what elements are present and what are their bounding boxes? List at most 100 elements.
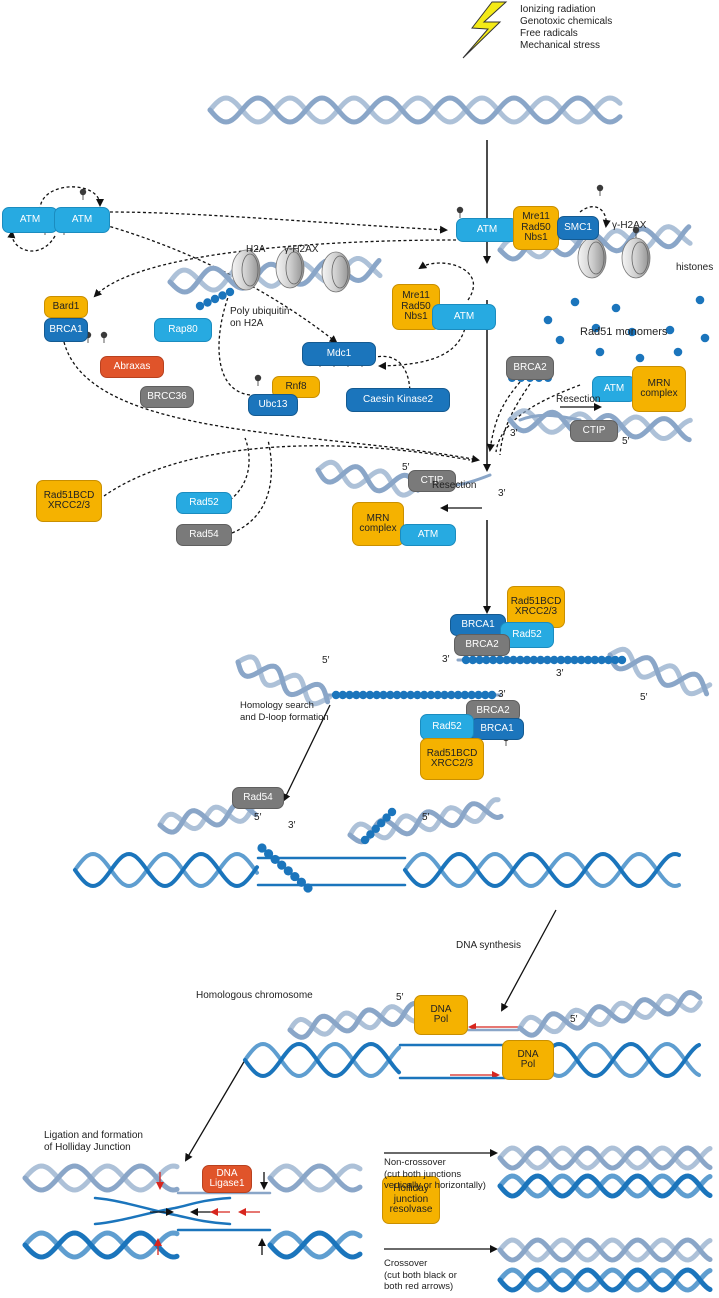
rad52-box: Rad52: [420, 714, 474, 740]
rad51-bead: [509, 655, 518, 665]
rad51-monomer-dot: [595, 347, 605, 357]
donor-end-helix: [607, 646, 713, 697]
atm-box: ATM: [432, 304, 496, 330]
rad51-bead: [556, 655, 566, 665]
rad51-bead: [481, 690, 490, 700]
crossover-label: Crossover (cut both black or both red ar…: [384, 1258, 457, 1292]
ctip-box: CTIP: [570, 420, 618, 442]
five-prime-label: 5′: [422, 812, 430, 823]
mrn-box: Mre11 Rad50 Nbs1: [513, 206, 559, 250]
ssdna-overhang: [518, 413, 582, 422]
lightning-icon: [462, 1, 508, 59]
mrn-complex-box: MRN complex: [632, 366, 686, 412]
rad51-bead: [468, 655, 477, 665]
rad51-bead: [387, 807, 397, 817]
nucleosome: [577, 237, 607, 279]
hj-bottom-left: [22, 1230, 180, 1260]
rad51-bead: [590, 655, 600, 665]
rad51-monomer-dot: [635, 353, 645, 363]
rad51-bead: [331, 690, 341, 700]
synthesis-end-left: [287, 1000, 421, 1040]
three-prime-label: 3′: [288, 820, 296, 831]
holliday-resolvase-box: Holliday junction resolvase: [382, 1176, 440, 1224]
three-prime-label: 3′: [498, 488, 506, 499]
rad52-box: Rad52: [176, 492, 232, 514]
atm-box: ATM: [400, 524, 456, 546]
gamma-h2ax-label: γ-H2AX: [612, 220, 647, 231]
rad51-bead: [283, 866, 293, 876]
flow-arrow: [184, 1059, 246, 1162]
signal-arrow: [7, 230, 56, 252]
ctip-box: CTIP: [408, 470, 456, 492]
mrn-complex-box: MRN complex: [352, 502, 404, 546]
synthesis-dna-left: [243, 1041, 401, 1079]
nucleosome: [321, 251, 351, 293]
signal-arrow: [378, 323, 467, 370]
rad51-monomer-dot: [627, 327, 637, 337]
nucleosome: [621, 237, 651, 279]
brca1-box: BRCA1: [470, 718, 524, 740]
five-prime-label: 5′: [396, 992, 404, 1003]
rad51-bead: [358, 690, 368, 700]
rad51-bead: [516, 655, 525, 665]
signal-arrow: [229, 437, 250, 501]
signal-arrow: [486, 381, 521, 452]
rad51-filament: [461, 655, 627, 665]
hj-top-left: [22, 1163, 180, 1193]
rad51-bead: [392, 690, 402, 700]
rad51-bead: [570, 655, 579, 665]
nucleosome-h2a: [231, 249, 261, 291]
rad51-bead: [338, 690, 347, 700]
synthesis-end-right: [517, 989, 703, 1038]
ligation-label: Ligation and formation of Holliday Junct…: [44, 1130, 143, 1153]
signal-arrow: [109, 211, 448, 234]
nucleosome-gh2ax: [275, 247, 305, 289]
rad51-bead: [277, 860, 287, 870]
five-prime-label: 5′: [622, 436, 630, 447]
rad51-bead: [352, 690, 361, 700]
rad51-bead: [474, 690, 483, 700]
signal-arrow: [499, 383, 531, 456]
rad54-box: Rad54: [232, 787, 284, 809]
rad51-bead: [453, 690, 463, 700]
product-nc-bottom: [497, 1173, 713, 1199]
mdc1-box: Mdc1: [302, 342, 376, 366]
bard1-box: Bard1: [44, 296, 88, 318]
hj-bottom-right: [267, 1230, 363, 1260]
rad51-bead: [399, 690, 409, 700]
non-crossover-label: Non-crossover (cut both junctions vertic…: [384, 1157, 486, 1191]
phosphate-icon: [456, 206, 464, 214]
rad51-monomer-dot: [665, 325, 675, 335]
rad51-bead: [482, 655, 491, 665]
ubiquitin-chain: [195, 287, 235, 311]
three-prime-label: 3′: [510, 428, 518, 439]
brca2-box: BRCA2: [506, 356, 554, 380]
rad51-bead: [461, 655, 471, 665]
rad51-bead: [195, 301, 205, 311]
rad51bcd-box: Rad51BCD XRCC2/3: [420, 738, 484, 780]
rad51-filament: [257, 843, 313, 893]
rad51-bead: [433, 690, 442, 700]
rad51-monomer-dot: [570, 297, 580, 307]
invading-end-helix: [235, 654, 333, 707]
stressor-list: Ionizing radiation Genotoxic chemicals F…: [520, 4, 613, 51]
rad51-bead: [371, 824, 380, 833]
brca2-box: BRCA2: [454, 634, 510, 656]
rad51-bead: [467, 690, 476, 700]
brca1-box: BRCA1: [44, 318, 88, 342]
three-prime-label: 3′: [556, 668, 564, 679]
rad51-bead: [419, 690, 429, 700]
dna-pol-box: DNA Pol: [414, 995, 468, 1035]
rad51-bead: [426, 690, 436, 700]
rad51-filament: [360, 807, 397, 845]
five-prime-label: 5′: [402, 462, 410, 473]
signal-arrow: [231, 439, 273, 534]
rad51-bead: [475, 655, 484, 665]
rad51-monomer-dot: [555, 335, 565, 345]
phosphate-icon: [596, 184, 604, 192]
phosphate-icon: [254, 374, 262, 382]
histones-label: histones: [676, 262, 714, 273]
atm-box: ATM: [54, 207, 110, 233]
rad51-monomer-dot: [591, 323, 601, 333]
